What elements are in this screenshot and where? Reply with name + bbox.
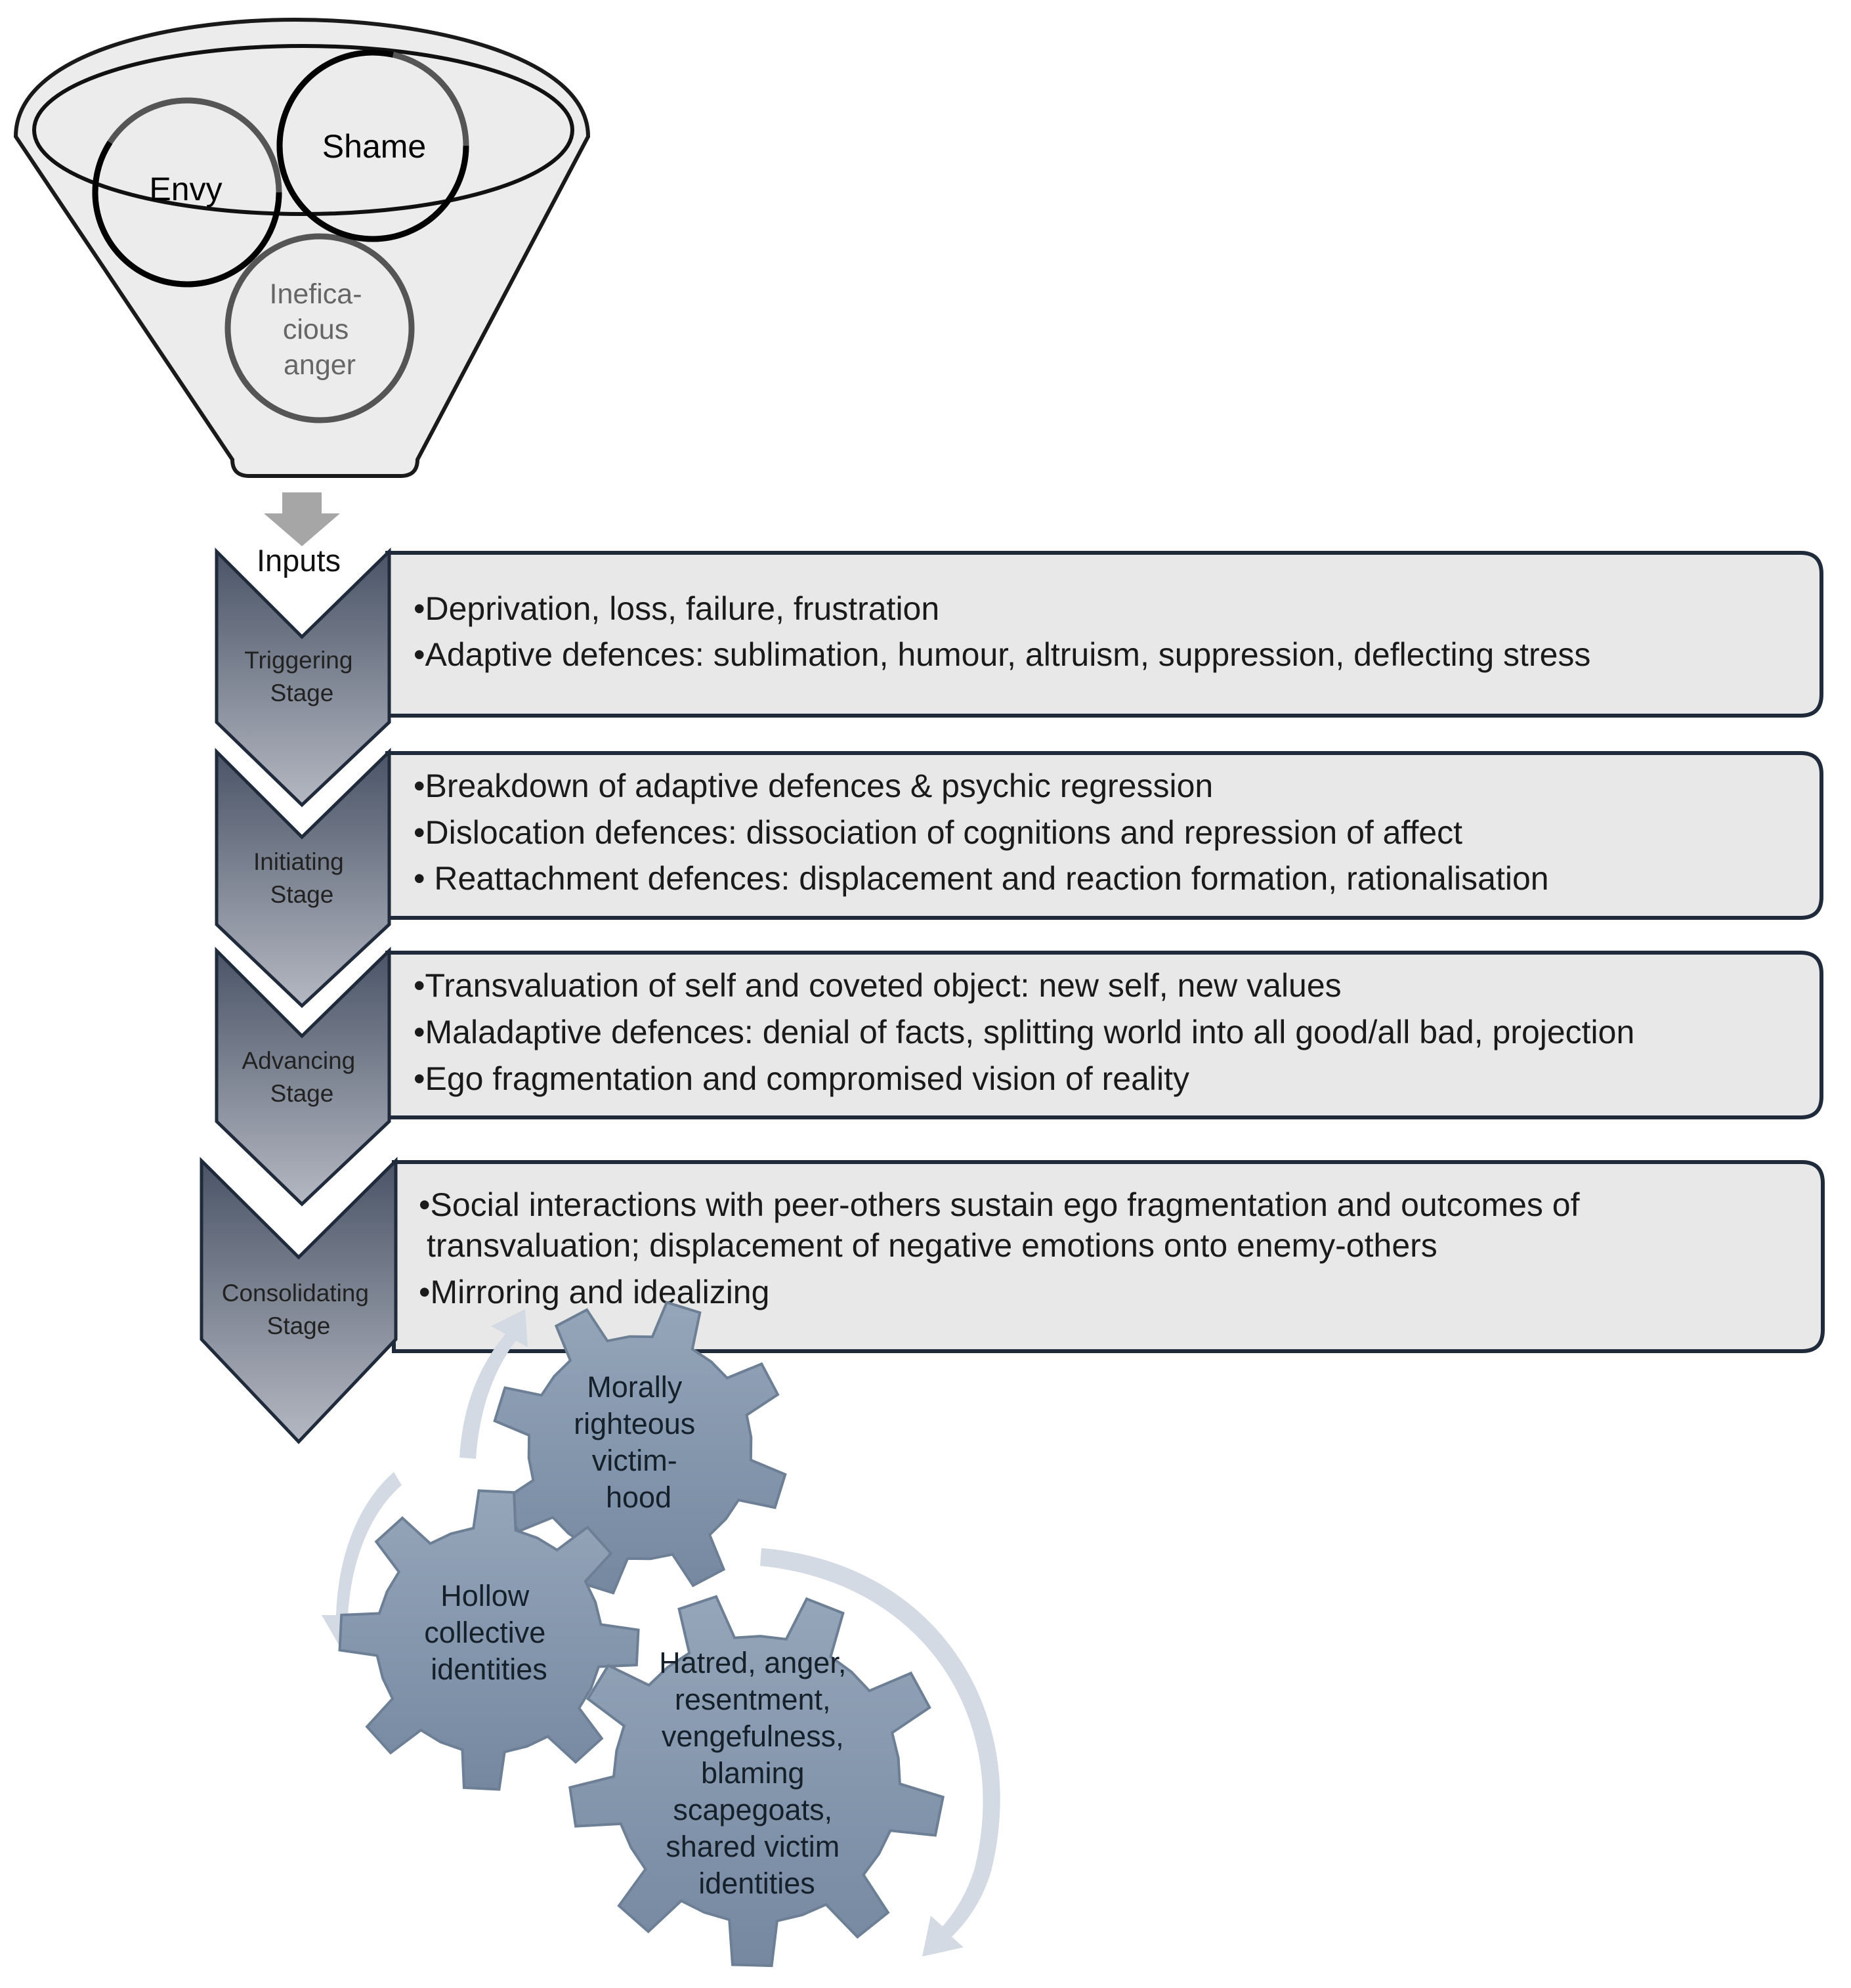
stage-bullet-advancing-1: •Transvaluation of self and coveted obje… — [414, 967, 1342, 1004]
stage-name-line-2: Stage — [267, 1312, 331, 1339]
chevron-advancing — [215, 946, 391, 1207]
stage-name-line-2: Stage — [270, 680, 334, 706]
stage-box-initiating — [385, 751, 1823, 920]
shame-circle-ring — [276, 49, 469, 242]
cycle-arrow-left-icon — [322, 1472, 402, 1649]
gear-label-line: Hollow — [440, 1579, 530, 1612]
stage-bullet-consolidating-1-line-2: transvaluation; displacement of negative… — [427, 1227, 1437, 1264]
chevron-initiating — [215, 747, 391, 1008]
gear-label-line: victim- — [592, 1444, 677, 1477]
chevron-triggering — [215, 547, 391, 808]
stage-bullet-initiating-3: • Reattachment defences: displacement an… — [414, 860, 1549, 897]
gear-label-line: Morally — [587, 1370, 683, 1404]
stage-name-line-1: Triggering — [244, 647, 352, 674]
stage-name-initiating: Initiating Stage — [253, 848, 351, 908]
stage-name-line-2: Stage — [270, 1080, 334, 1107]
shame-label: Shame — [322, 128, 426, 165]
stage-box-triggering — [385, 551, 1823, 718]
inefficacious-anger-line-2: cious — [283, 314, 349, 345]
stage-advancing: Advancing Stage •Transvaluation of self … — [215, 946, 1823, 1207]
cycle-arrow-right-icon — [760, 1548, 1000, 1956]
inefficacious-anger-line-1: Inefica- — [270, 278, 362, 310]
stage-bullet-triggering-2: •Adaptive defences: sublimation, humour,… — [414, 636, 1590, 673]
gear-label-line: righteous — [574, 1407, 695, 1440]
stage-bullet-initiating-1: •Breakdown of adaptive defences & psychi… — [414, 767, 1213, 804]
gear-label-line: resentment, — [675, 1683, 831, 1716]
envy-circle-ring — [92, 97, 282, 288]
gear-label-line: Hatred, anger, — [659, 1646, 846, 1679]
inefficacious-anger-circle — [224, 233, 415, 423]
funnel-rim — [32, 44, 574, 216]
gear-label-line: collective — [424, 1616, 545, 1649]
gear-label-line: hood — [606, 1480, 671, 1514]
stage-bullet-triggering-1: •Deprivation, loss, failure, frustration — [414, 590, 939, 627]
stage-bullet-consolidating-1: •Social interactions with peer-others su… — [419, 1186, 1588, 1264]
stage-bullet-advancing-3: •Ego fragmentation and compromised visio… — [414, 1060, 1189, 1097]
gear-label-line: scapegoats, — [673, 1793, 832, 1826]
cycle-arrows — [322, 1309, 1000, 1956]
envy-label: Envy — [149, 171, 222, 207]
gear-label-morally-righteous: Morally righteous victim- hood — [574, 1370, 704, 1514]
stage-bullet-consolidating-1-line-1: •Social interactions with peer-others su… — [419, 1186, 1580, 1223]
gear-hatred-anger — [568, 1595, 945, 1968]
inefficacious-anger-label: Inefica- cious anger — [270, 278, 370, 381]
gear-label-line: vengefulness, — [662, 1719, 844, 1753]
gear-label-line: identities — [431, 1653, 547, 1686]
gear-label-line: shared victim — [666, 1830, 840, 1863]
stage-name-line-1: Consolidating — [222, 1280, 369, 1307]
stage-box-advancing — [385, 951, 1823, 1119]
stage-name-line-2: Stage — [270, 881, 334, 908]
funnel-body — [13, 17, 591, 478]
inputs-arrow-icon — [264, 492, 340, 546]
funnel: Envy Shame Inefica- cious anger — [13, 17, 591, 478]
gear-label-hatred-anger: Hatred, anger, resentment, vengefulness,… — [659, 1646, 855, 1900]
cycle-arrow-up-icon — [459, 1309, 528, 1459]
gear-morally-righteous — [493, 1301, 787, 1595]
stage-name-line-1: Advancing — [242, 1047, 355, 1074]
stage-box-consolidating — [392, 1160, 1825, 1353]
stage-name-line-1: Initiating — [253, 848, 344, 875]
stage-bullet-initiating-2: •Dislocation defences: dissociation of c… — [414, 814, 1462, 851]
stage-bullet-consolidating-2: •Mirroring and idealizing — [419, 1274, 769, 1310]
gear-label-line: blaming — [701, 1756, 805, 1790]
chevron-consolidating — [200, 1156, 398, 1444]
stage-name-advancing: Advancing Stage — [242, 1047, 362, 1107]
gear-label-hollow-collective: Hollow collective identities — [424, 1579, 554, 1686]
stage-name-consolidating: Consolidating Stage — [222, 1280, 376, 1339]
stage-consolidating: Consolidating Stage •Social interactions… — [200, 1156, 1825, 1444]
gear-hollow-collective — [338, 1489, 640, 1791]
inputs-label: Inputs — [257, 543, 341, 578]
stage-name-triggering: Triggering Stage — [244, 647, 359, 706]
stage-triggering: Triggering Stage •Deprivation, loss, fai… — [215, 547, 1823, 808]
gear-label-line: identities — [698, 1867, 815, 1900]
stage-initiating: Initiating Stage •Breakdown of adaptive … — [215, 747, 1823, 1008]
inefficacious-anger-line-3: anger — [284, 349, 356, 381]
stage-bullet-advancing-2: •Maladaptive defences: denial of facts, … — [414, 1014, 1634, 1050]
gears: Morally righteous victim- hood Hollow co… — [338, 1301, 945, 1968]
